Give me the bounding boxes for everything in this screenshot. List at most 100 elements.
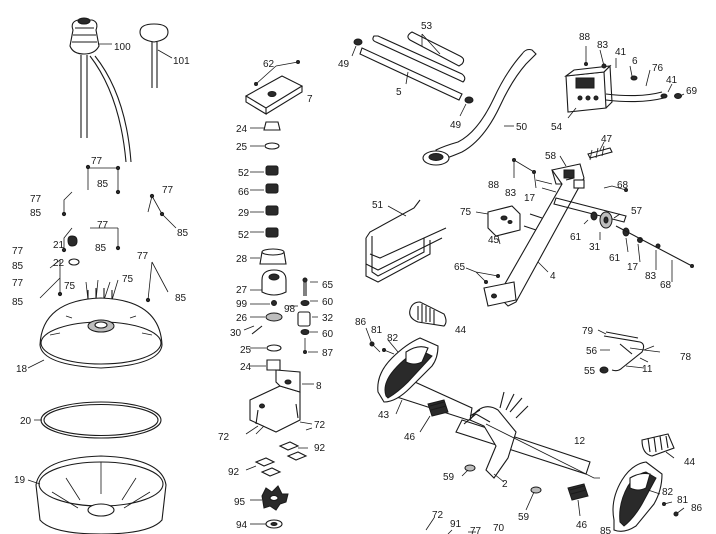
part-label-70: 70: [493, 523, 505, 534]
part-2-base-rail: [380, 377, 600, 483]
part-label-72: 72: [314, 420, 326, 431]
part-label-87: 87: [322, 348, 334, 359]
part-19-base-bowl: [35, 455, 167, 534]
part-label-85: 85: [12, 261, 24, 272]
part-label-17: 17: [627, 262, 639, 273]
part-82-86-81-pedal-left-hw: [365, 327, 399, 355]
part-20-ring: [40, 401, 162, 439]
part-label-46: 46: [404, 432, 416, 443]
part-label-19: 19: [14, 475, 26, 486]
part-label-75: 75: [64, 281, 76, 292]
part-label-4: 4: [550, 271, 556, 282]
part-label-95: 95: [234, 497, 246, 508]
part-label-43: 43: [378, 410, 390, 421]
part-label-65: 65: [454, 262, 466, 273]
part-65-bolt-center: [302, 277, 308, 296]
part-8-frame-mount: [249, 369, 314, 433]
part-label-25: 25: [240, 345, 252, 356]
part-label-56: 56: [586, 346, 598, 357]
part-label-76: 76: [652, 63, 664, 74]
part-label-82: 82: [662, 487, 674, 498]
part-44-end-cap: [641, 433, 675, 459]
part-label-69: 69: [686, 86, 698, 97]
part-18-base-dome: [39, 297, 163, 369]
part-44-top-cap: [409, 301, 447, 327]
part-label-2: 2: [502, 479, 508, 490]
part-4-main-frame: [483, 163, 627, 307]
part-label-58: 58: [545, 151, 557, 162]
part-label-21: 21: [53, 240, 65, 251]
part-label-92: 92: [314, 443, 326, 454]
part-label-26: 26: [236, 313, 248, 324]
part-46-block-right: [567, 483, 589, 517]
part-label-31: 31: [589, 242, 601, 253]
part-label-72: 72: [218, 432, 230, 443]
part-22-washer: [68, 258, 80, 266]
part-label-68: 68: [660, 280, 672, 291]
part-label-88: 88: [579, 32, 591, 43]
part-label-46: 46: [576, 520, 588, 531]
part-label-83: 83: [597, 40, 609, 51]
part-label-12: 12: [574, 436, 586, 447]
part-label-17: 17: [524, 193, 536, 204]
part-label-66: 66: [238, 187, 250, 198]
part-label-53: 53: [421, 21, 433, 32]
leader-lines-base: [27, 359, 45, 485]
part-label-51: 51: [372, 200, 384, 211]
part-label-27: 27: [236, 285, 248, 296]
part-label-57: 57: [631, 206, 643, 217]
part-92-shims: [245, 441, 308, 477]
part-label-75: 75: [460, 207, 472, 218]
part-number-labels: 100 101 62 7 24 25 52 66 29 52 28 27 99 …: [12, 21, 703, 534]
part-54-console: [564, 64, 665, 119]
part-72-bolts-center: [245, 421, 313, 435]
console-hardware-88-83-41-6-76-69: [584, 46, 685, 99]
part-label-98: 98: [284, 304, 296, 315]
part-pedal-right: [612, 461, 685, 532]
part-label-6: 6: [632, 56, 638, 67]
part-label-59: 59: [518, 512, 530, 523]
part-5-rod: [359, 47, 463, 101]
part-50-handle: [422, 48, 537, 166]
part-label-86: 86: [691, 503, 703, 514]
part-label-68: 68: [617, 180, 629, 191]
part-label-77: 77: [162, 185, 174, 196]
part-label-77: 77: [137, 251, 149, 262]
part-47-strip: [587, 141, 613, 161]
part-label-7: 7: [307, 94, 313, 105]
part-label-24: 24: [240, 362, 252, 373]
part-label-88: 88: [488, 180, 500, 191]
part-label-18: 18: [16, 364, 28, 375]
part-label-91: 91: [450, 519, 462, 530]
part-label-81: 81: [371, 325, 383, 336]
part-21-knob: [67, 235, 78, 247]
leader-lines-center: [243, 127, 270, 367]
part-label-25: 25: [236, 142, 248, 153]
part-label-20: 20: [20, 416, 32, 427]
part-label-41: 41: [615, 47, 627, 58]
part-label-52: 52: [238, 230, 250, 241]
part-label-28: 28: [236, 254, 248, 265]
part-label-86: 86: [355, 317, 367, 328]
bottom-hardware-72-91-70: [425, 517, 476, 534]
part-43-pedal-left: [377, 337, 439, 415]
part-label-75: 75: [122, 274, 134, 285]
part-label-85: 85: [175, 293, 187, 304]
part-label-65: 65: [322, 280, 334, 291]
part-label-72: 72: [432, 510, 444, 521]
part-94-washer: [250, 519, 283, 529]
part-95-gear: [250, 485, 289, 511]
part-59-feet: [461, 464, 542, 511]
part-75-bolts: [87, 288, 113, 302]
part-label-44: 44: [455, 325, 467, 336]
part-label-79: 79: [582, 326, 594, 337]
part-7-bracket: [244, 75, 304, 115]
part-label-61: 61: [609, 253, 621, 264]
part-label-99: 99: [236, 299, 248, 310]
part-label-77: 77: [12, 278, 24, 289]
part-label-85: 85: [97, 179, 109, 190]
part-100-tube: [69, 17, 132, 163]
part-label-77: 77: [97, 220, 109, 231]
part-label-54: 54: [551, 122, 563, 133]
part-label-52: 52: [238, 168, 250, 179]
